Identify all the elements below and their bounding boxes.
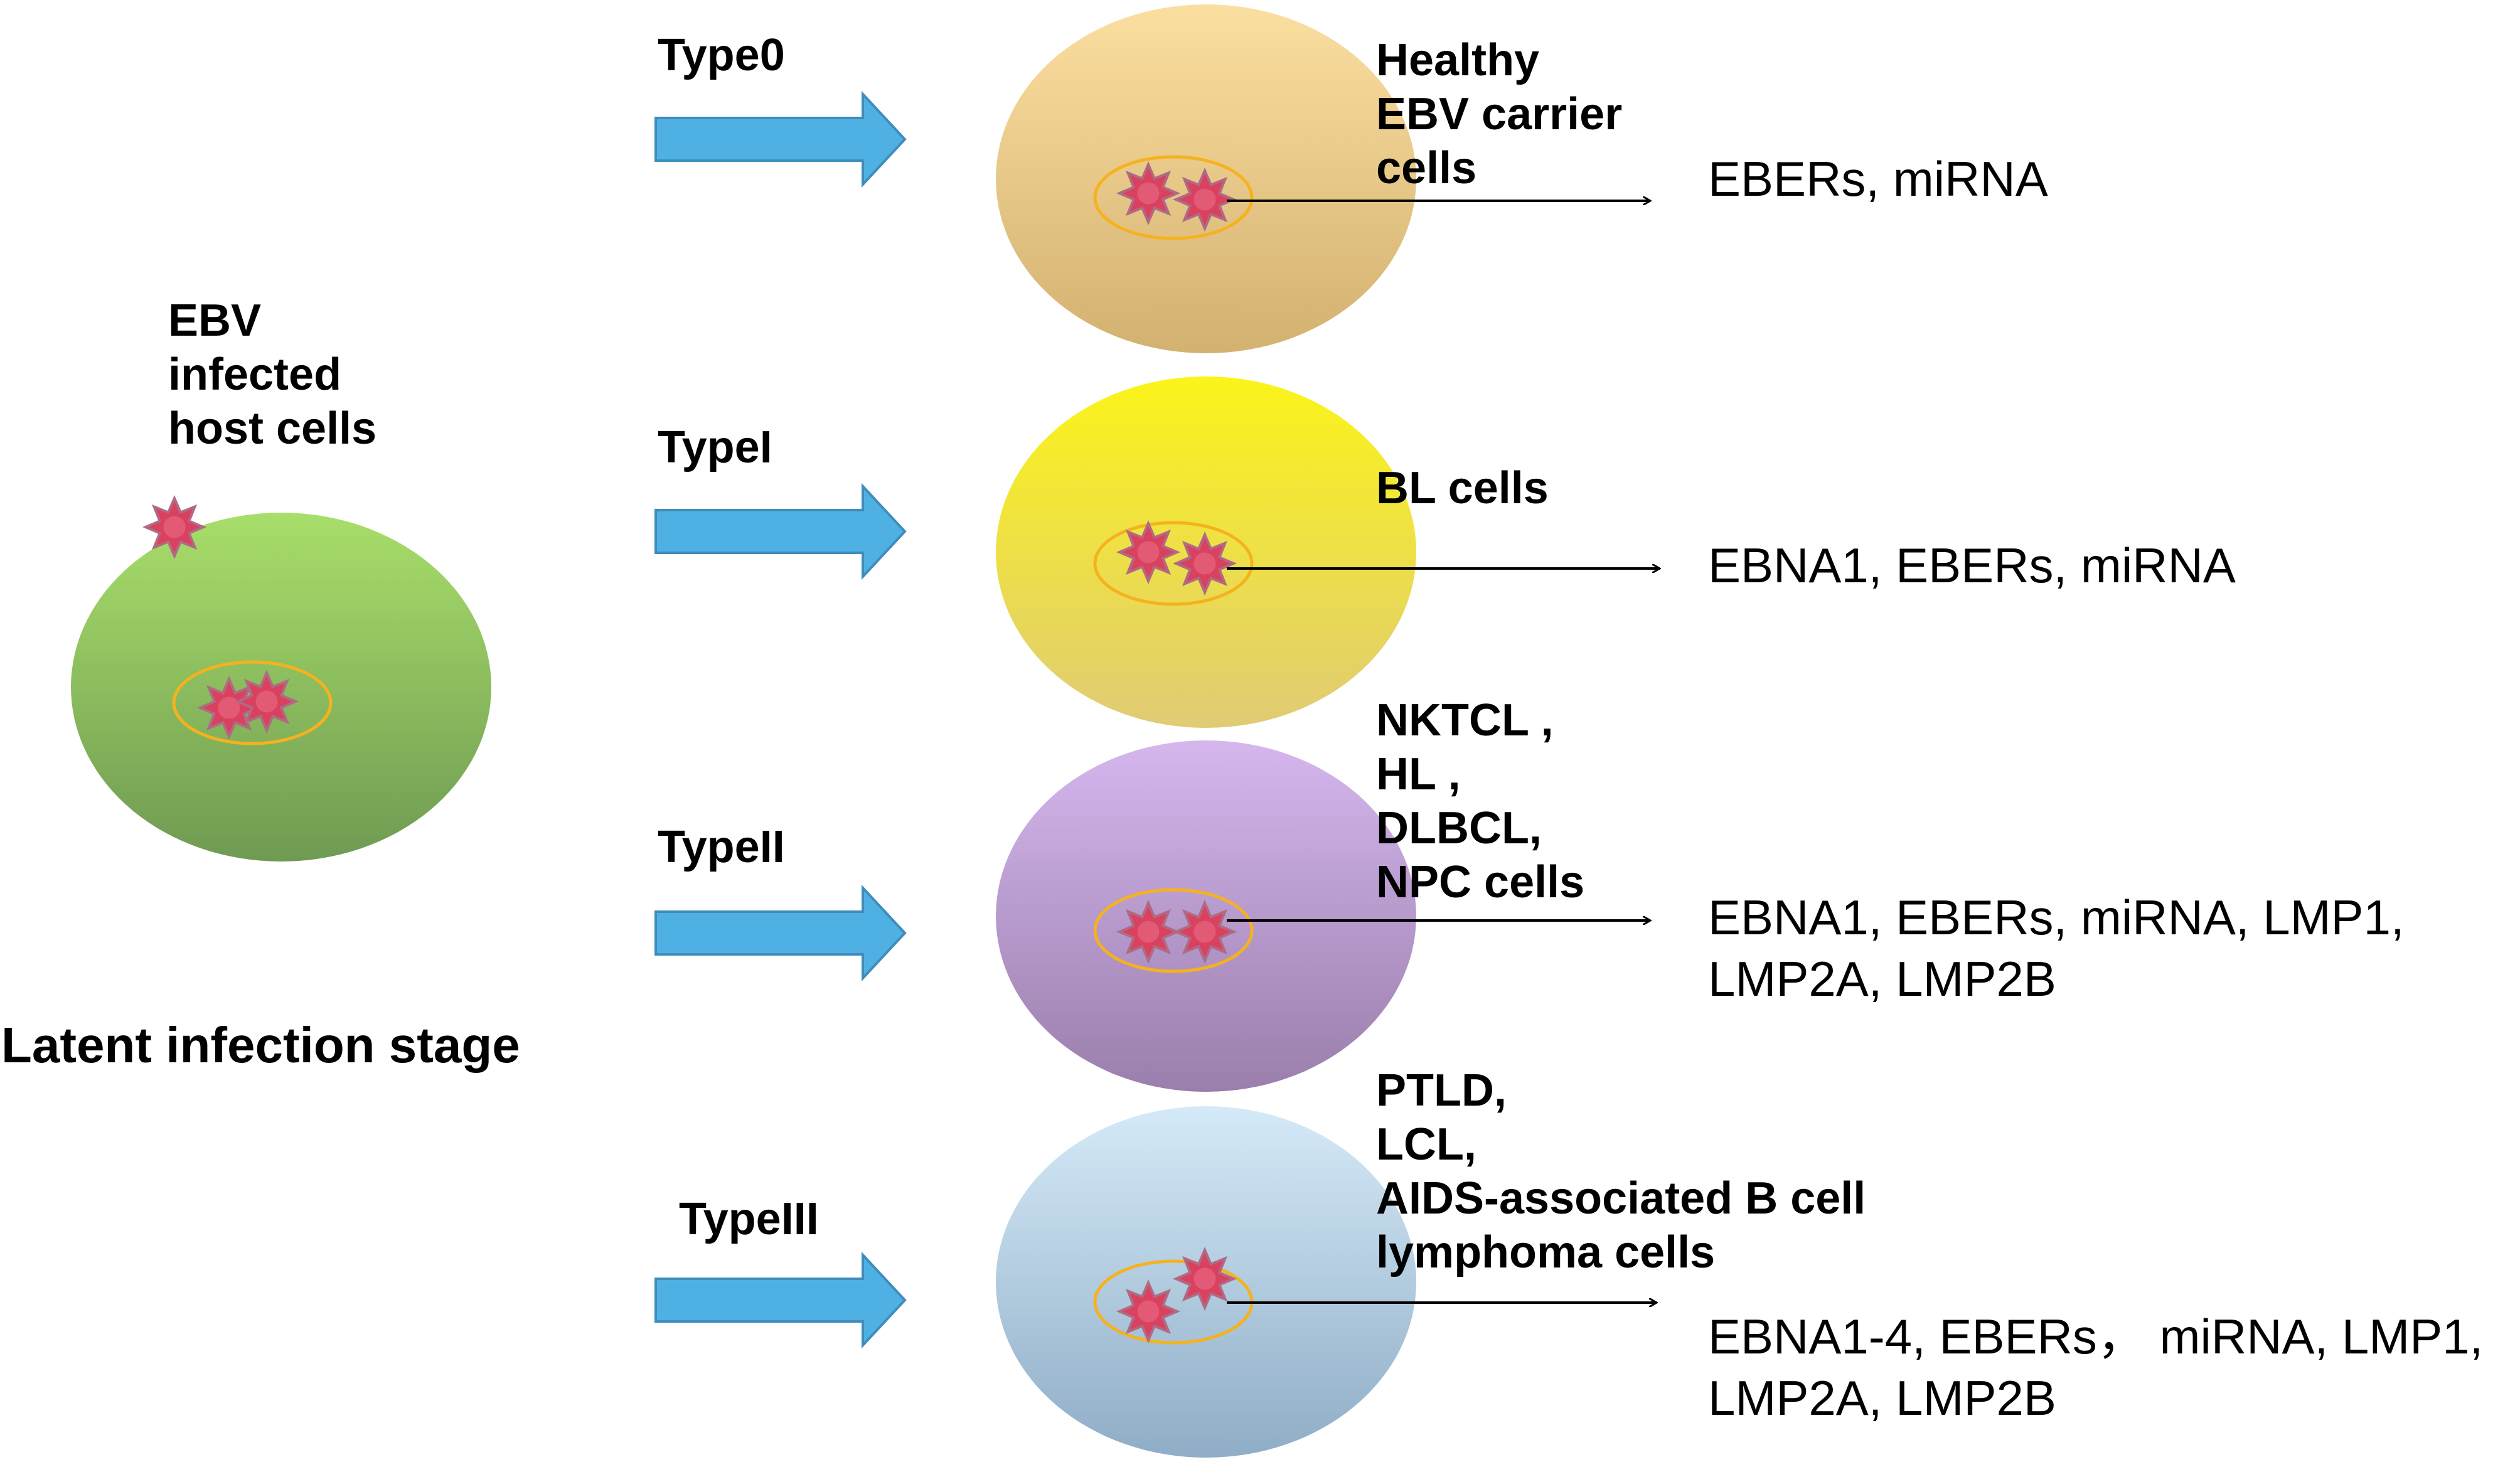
virion-core [1137,182,1160,205]
products-2: EBNA1, EBERs, miRNA, LMP1, LMP2A, LMP2B [1708,887,2405,1010]
cell-label-line: DLBCL, [1376,803,1542,853]
virion-core [1193,920,1216,943]
ebv-virion-icon [1116,161,1181,226]
ebv-virion-icon [1116,1279,1181,1344]
type-label-2: TypeII [658,822,785,872]
host-label-line: infected [168,349,342,400]
ebv-virion-icon [1116,899,1181,964]
cell-label-line: BL cells [1376,463,1549,513]
ebv-virion-icon [1172,1246,1237,1311]
host-cell [71,494,491,862]
right-arrow-icon [654,483,907,580]
type2-cell [996,740,1650,1092]
ebv-virion-icon [234,669,299,734]
virion-core [1193,552,1216,575]
ebv-virion-icon [196,675,262,740]
nucleus-icon [1093,155,1254,240]
cell-label-line: NPC cells [1376,857,1585,907]
cell-label-line: Healthy [1376,35,1540,85]
ebv-virion-icon [1172,167,1237,232]
cell-label-line: EBV carrier [1376,89,1623,139]
nucleus-icon [1093,888,1254,973]
virion-core [163,516,186,538]
right-arrow-icon [654,1251,907,1349]
product-line: LMP2A, LMP2B [1708,951,2056,1006]
type-label-0: Type0 [658,30,785,80]
virion-core [1137,920,1160,943]
stage-title: Latent infection stage [1,1017,520,1073]
cell-label-line: HL , [1376,749,1461,799]
virion-core [1137,541,1160,563]
products-3: EBNA1-4, EBERs， miRNA, LMP1, LMP2A, LMP2… [1708,1306,2483,1429]
host-nucleus-icon [172,660,333,745]
nucleus-icon [1093,521,1254,606]
product-line: EBNA1, EBERs, miRNA, LMP1, [1708,890,2405,945]
ebv-virion-icon [142,494,207,560]
host-label-line: host cells [168,403,377,454]
type0-cell [996,4,1650,353]
virion-core [255,690,278,713]
product-line: EBNA1, EBERs, miRNA [1708,538,2236,593]
cell-label-line: AIDS-associated B cell [1376,1173,1866,1224]
products-1: EBNA1, EBERs, miRNA [1708,535,2236,596]
product-line: LMP2A, LMP2B [1708,1370,2056,1426]
type-label-1: TypeI [658,422,772,472]
ebv-virion-icon [1116,520,1181,585]
cell-label-line: LCL, [1376,1119,1476,1170]
cell-label-line: PTLD, [1376,1065,1507,1116]
cell-label-2: NKTCL , HL , DLBCL, NPC cells [1376,693,1584,909]
product-line: EBNA1-4, EBERs， miRNA, LMP1, [1708,1309,2484,1364]
type-label-3: TypeIII [679,1194,819,1244]
virion-core [1193,1267,1216,1290]
cell-label-line: NKTCL , [1376,695,1554,745]
right-arrow-icon [654,90,907,188]
ebv-virion-icon [1172,531,1237,596]
right-arrow-icon [654,884,907,982]
cell-label-0: Healthy EBV carrier cells [1376,33,1622,195]
cell-label-1: BL cells [1376,461,1549,515]
type3-cell [996,1106,1657,1458]
virion-core [1193,188,1216,211]
ebv-virion-icon [1172,899,1237,964]
host-label-line: EBV [168,296,262,346]
cell-label-line: cells [1376,143,1477,193]
cell-label-line: lymphoma cells [1376,1227,1716,1278]
products-0: EBERs, miRNA [1708,148,2048,210]
host-cell-label: EBV infected host cells [168,294,376,456]
virion-core [1137,1300,1160,1323]
type1-cell [996,376,1660,728]
virion-core [218,696,240,719]
cell-label-3: PTLD, LCL, AIDS-associated B cell lympho… [1376,1064,1866,1279]
product-line: EBERs, miRNA [1708,151,2048,206]
